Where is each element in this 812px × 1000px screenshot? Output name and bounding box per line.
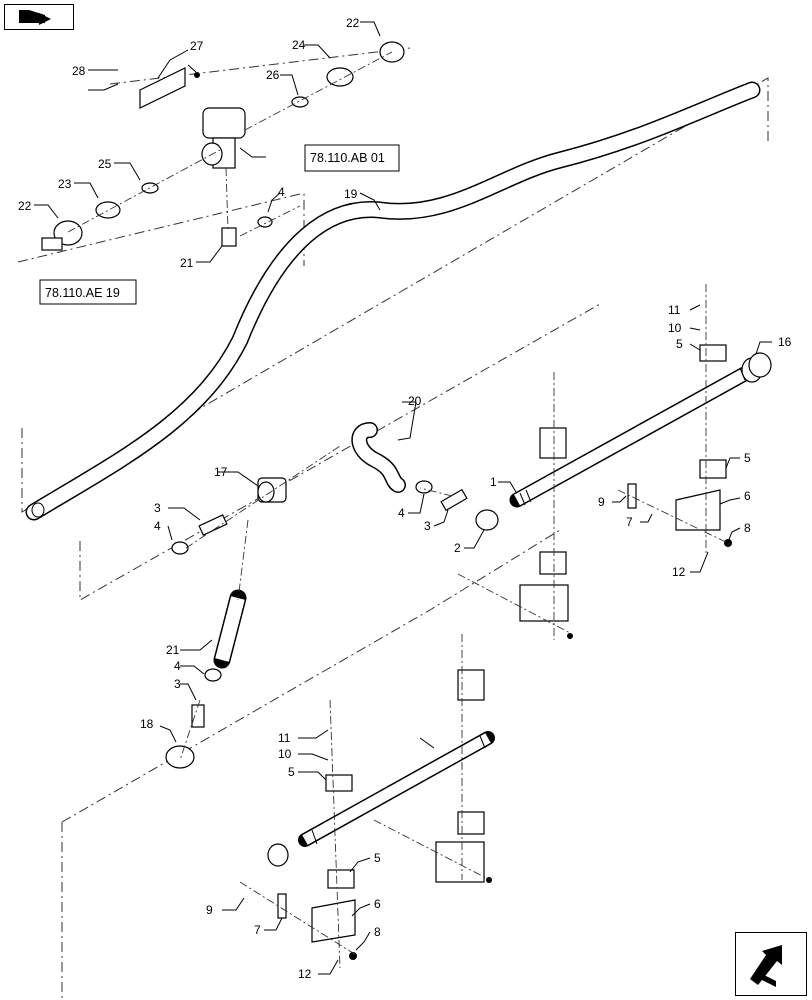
assembly-centerlines xyxy=(67,51,731,969)
manifold-pipe-lower xyxy=(267,731,495,867)
callout-3: 3 xyxy=(154,501,161,515)
callout-1: 1 xyxy=(490,475,497,489)
short-hose xyxy=(213,589,247,669)
callout-5: 5 xyxy=(676,337,683,351)
callout-6-b: 6 xyxy=(374,897,381,911)
callout-11: 11 xyxy=(668,303,681,317)
callout-17: 21 xyxy=(166,643,180,657)
reference-label-left: 78.110.AE 19 xyxy=(45,286,120,300)
callout-16: 19 xyxy=(344,187,358,201)
callout-4-d: 4 xyxy=(174,659,181,673)
callout-3-c: 3 xyxy=(174,677,181,691)
reference-label-top: 78.110.AB 01 xyxy=(310,151,385,165)
callout-21-b: 23 xyxy=(58,177,72,191)
callout-2: 2 xyxy=(454,541,461,555)
callout-14: 17 xyxy=(214,465,228,479)
callout-5-d: 5 xyxy=(374,851,381,865)
callout-16-b: 20 xyxy=(408,394,422,408)
callout-18: 21 xyxy=(180,256,194,270)
callout-15: 18 xyxy=(140,717,154,731)
callout-12-b: 12 xyxy=(298,967,312,981)
callout-5-c: 5 xyxy=(288,765,295,779)
callout-3-b: 3 xyxy=(424,519,431,533)
callout-4: 4 xyxy=(278,185,285,199)
callout-23: 27 xyxy=(190,39,204,53)
book-arrow-icon-glyph xyxy=(19,10,51,25)
callout-7-b: 7 xyxy=(254,923,261,937)
next-page-arrow-icon-glyph xyxy=(750,945,782,987)
assembly-outlines xyxy=(17,47,769,1000)
fittings xyxy=(41,41,772,943)
pipe-thread-ends xyxy=(311,367,746,845)
book-arrow-icon[interactable] xyxy=(4,4,74,30)
reference-box-top[interactable]: 78.110.AB 01 xyxy=(304,144,400,172)
callout-4-b: 4 xyxy=(154,519,161,533)
reference-box-left[interactable]: 78.110.AE 19 xyxy=(39,279,137,305)
callout-19: 22 xyxy=(346,16,360,30)
callout-4-c: 4 xyxy=(398,506,405,520)
leader-lines xyxy=(34,21,772,975)
callout-8: 8 xyxy=(744,521,751,535)
callout-labels: 22 24 26 27 28 25 23 22 4 21 19 20 17 3 … xyxy=(18,16,792,981)
callout-24: 28 xyxy=(72,64,86,78)
callout-20: 22 xyxy=(18,199,32,213)
callout-8-b: 8 xyxy=(374,925,381,939)
callout-13: 16 xyxy=(778,335,792,349)
callout-9-b: 9 xyxy=(206,903,213,917)
callout-22: 26 xyxy=(266,68,280,82)
callout-10: 10 xyxy=(668,321,682,335)
callout-11-b: 11 xyxy=(278,731,291,745)
callout-6: 6 xyxy=(744,489,751,503)
callout-5-b: 5 xyxy=(744,451,751,465)
callout-7: 7 xyxy=(626,515,633,529)
callout-10-b: 10 xyxy=(278,747,292,761)
callout-12: 12 xyxy=(672,565,686,579)
callout-22-b: 25 xyxy=(98,157,112,171)
callout-21: 24 xyxy=(292,38,306,52)
callout-9: 9 xyxy=(598,495,605,509)
next-page-arrow-icon[interactable] xyxy=(735,932,807,996)
